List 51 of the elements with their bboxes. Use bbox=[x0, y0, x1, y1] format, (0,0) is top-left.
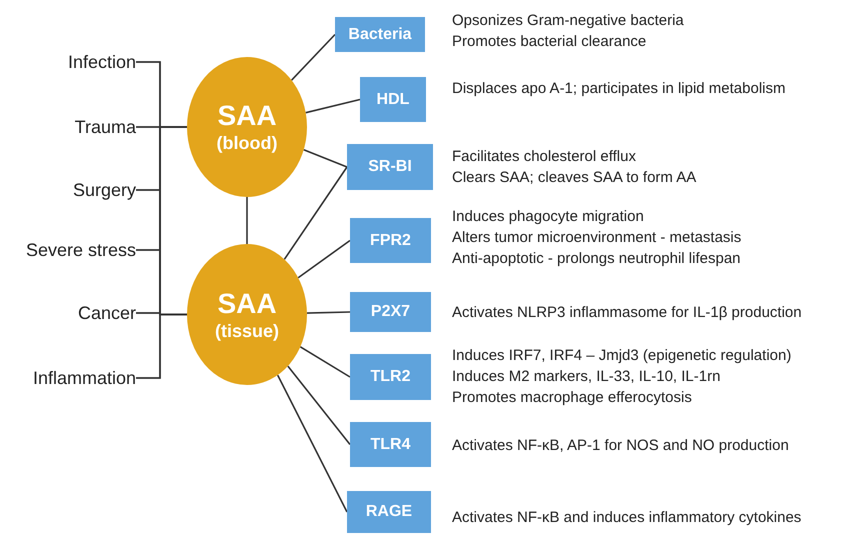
circle-title: SAA bbox=[217, 100, 277, 132]
receptor-name: FPR2 bbox=[370, 232, 411, 250]
function-text: Activates NF-κB, AP-1 for NOS and NO production bbox=[452, 436, 789, 456]
condition-label: Cancer bbox=[20, 302, 136, 324]
receptor-name: HDL bbox=[376, 90, 410, 108]
connector-line bbox=[136, 314, 187, 379]
connector-line bbox=[306, 311, 350, 314]
receptor-box bbox=[350, 422, 431, 467]
receptor-box bbox=[350, 354, 431, 400]
receptor-name: TLR4 bbox=[370, 436, 410, 454]
connector-line bbox=[287, 366, 351, 445]
function-text: Facilitates cholesterol efflux bbox=[452, 147, 637, 167]
circle-title: SAA bbox=[217, 288, 277, 320]
receptor-name: TLR2 bbox=[370, 368, 410, 386]
function-text: Clears SAA; cleaves SAA to form AA bbox=[452, 168, 696, 188]
receptor-box bbox=[350, 218, 431, 263]
function-text: Opsonizes Gram-negative bacteria bbox=[452, 11, 684, 31]
condition-label: Trauma bbox=[20, 116, 136, 138]
connector-line bbox=[300, 346, 350, 378]
circle-subtitle: (tissue) bbox=[214, 320, 279, 342]
receptor-name: RAGE bbox=[366, 503, 412, 521]
connector-line bbox=[303, 148, 348, 168]
function-text: Alters tumor microenvironment - metastasis bbox=[452, 228, 742, 248]
connector-line bbox=[246, 197, 248, 244]
receptor-name: SR-BI bbox=[368, 158, 412, 176]
receptor-box bbox=[335, 17, 425, 52]
function-text: Induces IRF7, IRF4 – Jmjd3 (epigenetic regulation) bbox=[452, 346, 792, 366]
connector-line bbox=[276, 374, 348, 512]
function-text: Activates NF-κB and induces inflammatory cytokines bbox=[452, 508, 802, 528]
function-text: Activates NLRP3 inflammasome for IL-1β production bbox=[452, 303, 802, 323]
circle-subtitle: (blood) bbox=[216, 132, 278, 154]
function-text: Displaces apo A-1; participates in lipid metabolism bbox=[452, 79, 786, 99]
receptor-box bbox=[347, 144, 433, 190]
connector-line bbox=[284, 166, 348, 260]
function-text: Promotes macrophage efferocytosis bbox=[452, 388, 693, 408]
function-text: Induces phagocyte migration bbox=[452, 207, 645, 227]
connector-line bbox=[306, 98, 360, 114]
connector-line bbox=[298, 240, 350, 278]
receptor-box bbox=[347, 491, 431, 533]
receptor-box bbox=[350, 292, 431, 332]
connector-line bbox=[291, 34, 336, 81]
function-text: Anti-apoptotic - prolongs neutrophil lifespan bbox=[452, 249, 742, 269]
function-text: Induces M2 markers, IL-33, IL-10, IL-1rn bbox=[452, 367, 722, 387]
condition-label: Inflammation bbox=[6, 367, 136, 389]
receptor-box bbox=[360, 77, 426, 122]
condition-label: Surgery bbox=[20, 179, 136, 201]
receptor-name: Bacteria bbox=[348, 26, 412, 44]
condition-label: Severe stress bbox=[6, 239, 136, 261]
condition-label: Infection bbox=[20, 51, 136, 73]
receptor-name: P2X7 bbox=[370, 303, 410, 321]
function-text: Promotes bacterial clearance bbox=[452, 32, 648, 52]
